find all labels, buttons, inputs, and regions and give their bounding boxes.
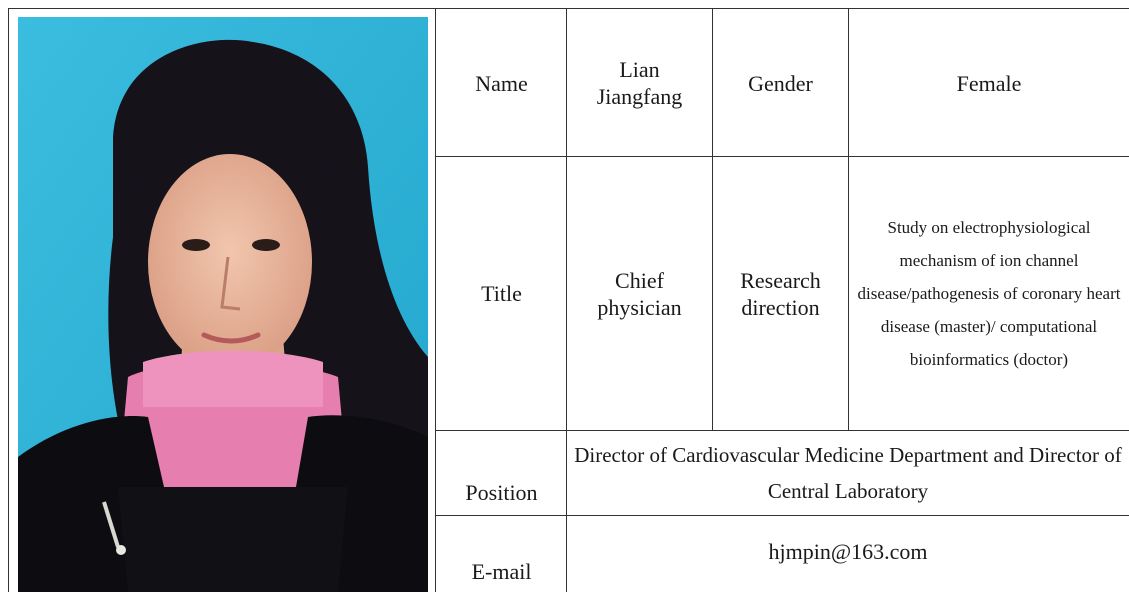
column-divider [848, 8, 849, 430]
gender-label: Gender [748, 70, 813, 96]
research-label: Research direction [740, 267, 821, 320]
title-label: Title [481, 281, 522, 306]
row-divider [436, 515, 1129, 516]
email-value: hjmpin@163.com [768, 538, 928, 564]
name-label: Name [475, 70, 528, 96]
name-value: Lian Jiangfang [596, 57, 683, 109]
column-divider [712, 8, 713, 430]
photo-cell [8, 8, 436, 592]
position-label: Position [465, 480, 538, 505]
gender-value: Female [956, 70, 1022, 96]
research-value: Study on electrophysiological mechanism … [857, 218, 1121, 369]
title-value: Chief physician [597, 267, 682, 320]
portrait-photo [18, 17, 428, 592]
table-border-top [8, 8, 1129, 9]
row-divider [436, 430, 1129, 431]
column-divider [566, 8, 567, 592]
position-value: Director of Cardiovascular Medicine Depa… [574, 443, 1122, 503]
row-divider [436, 156, 1129, 157]
email-label: E-mail [471, 558, 532, 584]
